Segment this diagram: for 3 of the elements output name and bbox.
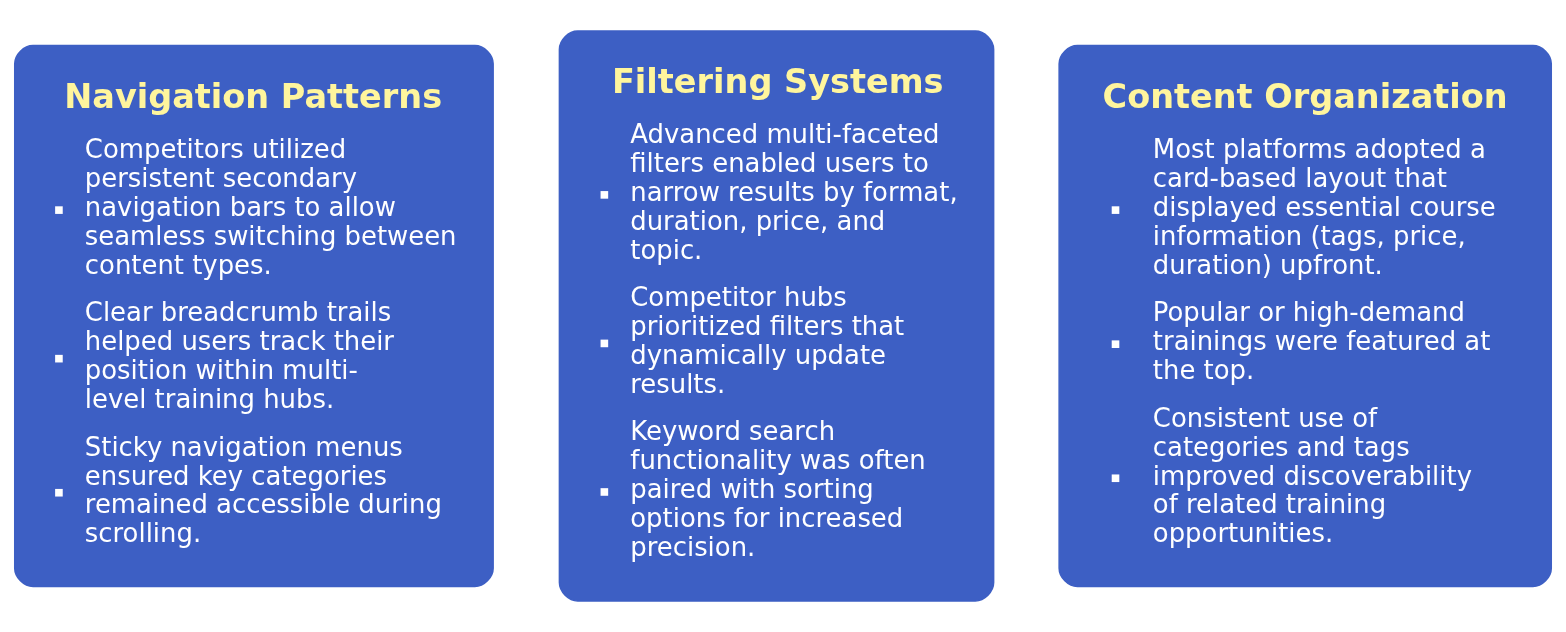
node-box: Navigation Patterns Competitors utilized persistent secondary navigation bars to allow seamless switching between content types. Clear breadcrumb trails helped users track their position within multi-level training hubs. Sticky navigation menus ensured key categories remained accessible during scrolling. [14,44,494,588]
node-box: Filtering Systems Advanced multi-faceted filters enabled users to narrow results by format, duration, price, and topic. Competitor hubs prioritized filters that dynamically update results. Keyword search functionality was often paired with sorting options for increased precision. [558,30,995,602]
node-box: Content Organization Most platforms adopted a card-based layout that displayed essential course information (tags, price, duration) upfront. Popular or high-demand trainings were featured at the top. Consistent use of categories and tags improved discoverability of related training opportunities. [1058,44,1552,588]
